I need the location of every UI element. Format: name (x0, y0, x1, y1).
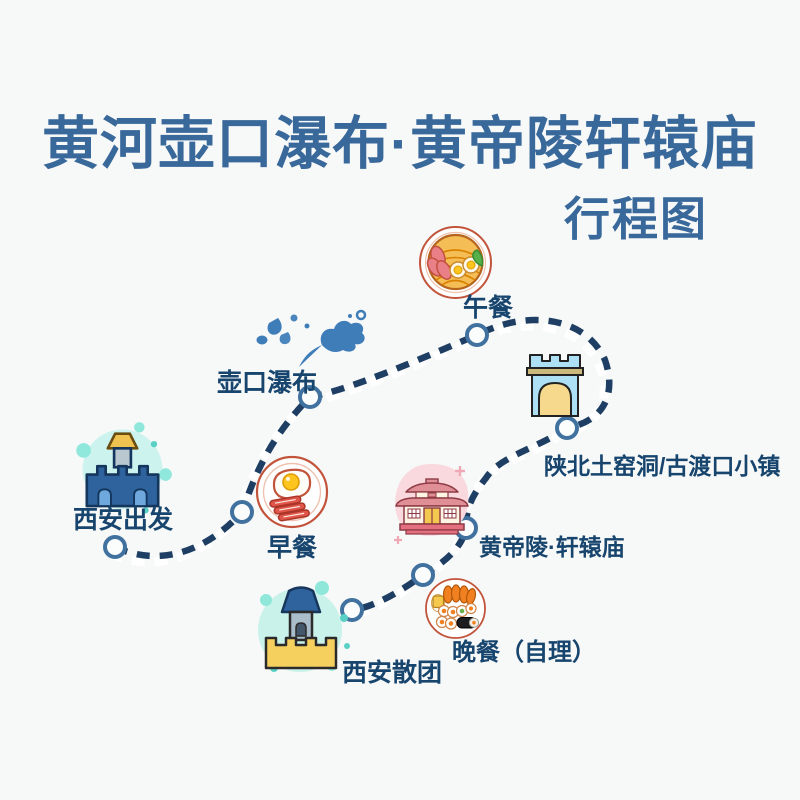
stop-label-dinner: 晚餐（自理） (452, 639, 596, 666)
route-node (298, 385, 322, 409)
temple-icon (388, 458, 476, 550)
castle-tower-icon (252, 578, 352, 682)
page-subtitle: 行程图 (564, 193, 708, 245)
page-title: 黄河壶口瀑布·黄帝陵轩辕庙 (42, 112, 758, 176)
water-splash-icon (250, 308, 372, 370)
stop-label-lunch: 午餐 (463, 294, 514, 322)
noodle-bowl-icon (417, 224, 494, 301)
stop-label-xian-end: 西安散团 (342, 659, 443, 687)
fried-egg-icon (254, 454, 330, 530)
route-node (555, 416, 579, 440)
route-node (230, 500, 254, 524)
stop-label-cave-town: 陕北土窑洞/古渡口小镇 (544, 453, 781, 479)
route-node (411, 563, 435, 587)
route-node (103, 535, 127, 559)
castle-wall-icon (70, 420, 175, 525)
gate-tower-icon (525, 350, 585, 418)
stop-label-breakfast: 早餐 (266, 534, 317, 562)
sushi-plate-icon (424, 577, 487, 640)
route-node (465, 323, 489, 347)
route-node (340, 598, 364, 622)
stop-label-hukou-waterfall: 壶口瀑布 (217, 369, 318, 397)
route-nodes (103, 323, 579, 622)
stop-label-xian-departure: 西安出发 (73, 506, 174, 534)
stop-label-huangdi-temple: 黄帝陵·轩辕庙 (479, 534, 625, 560)
